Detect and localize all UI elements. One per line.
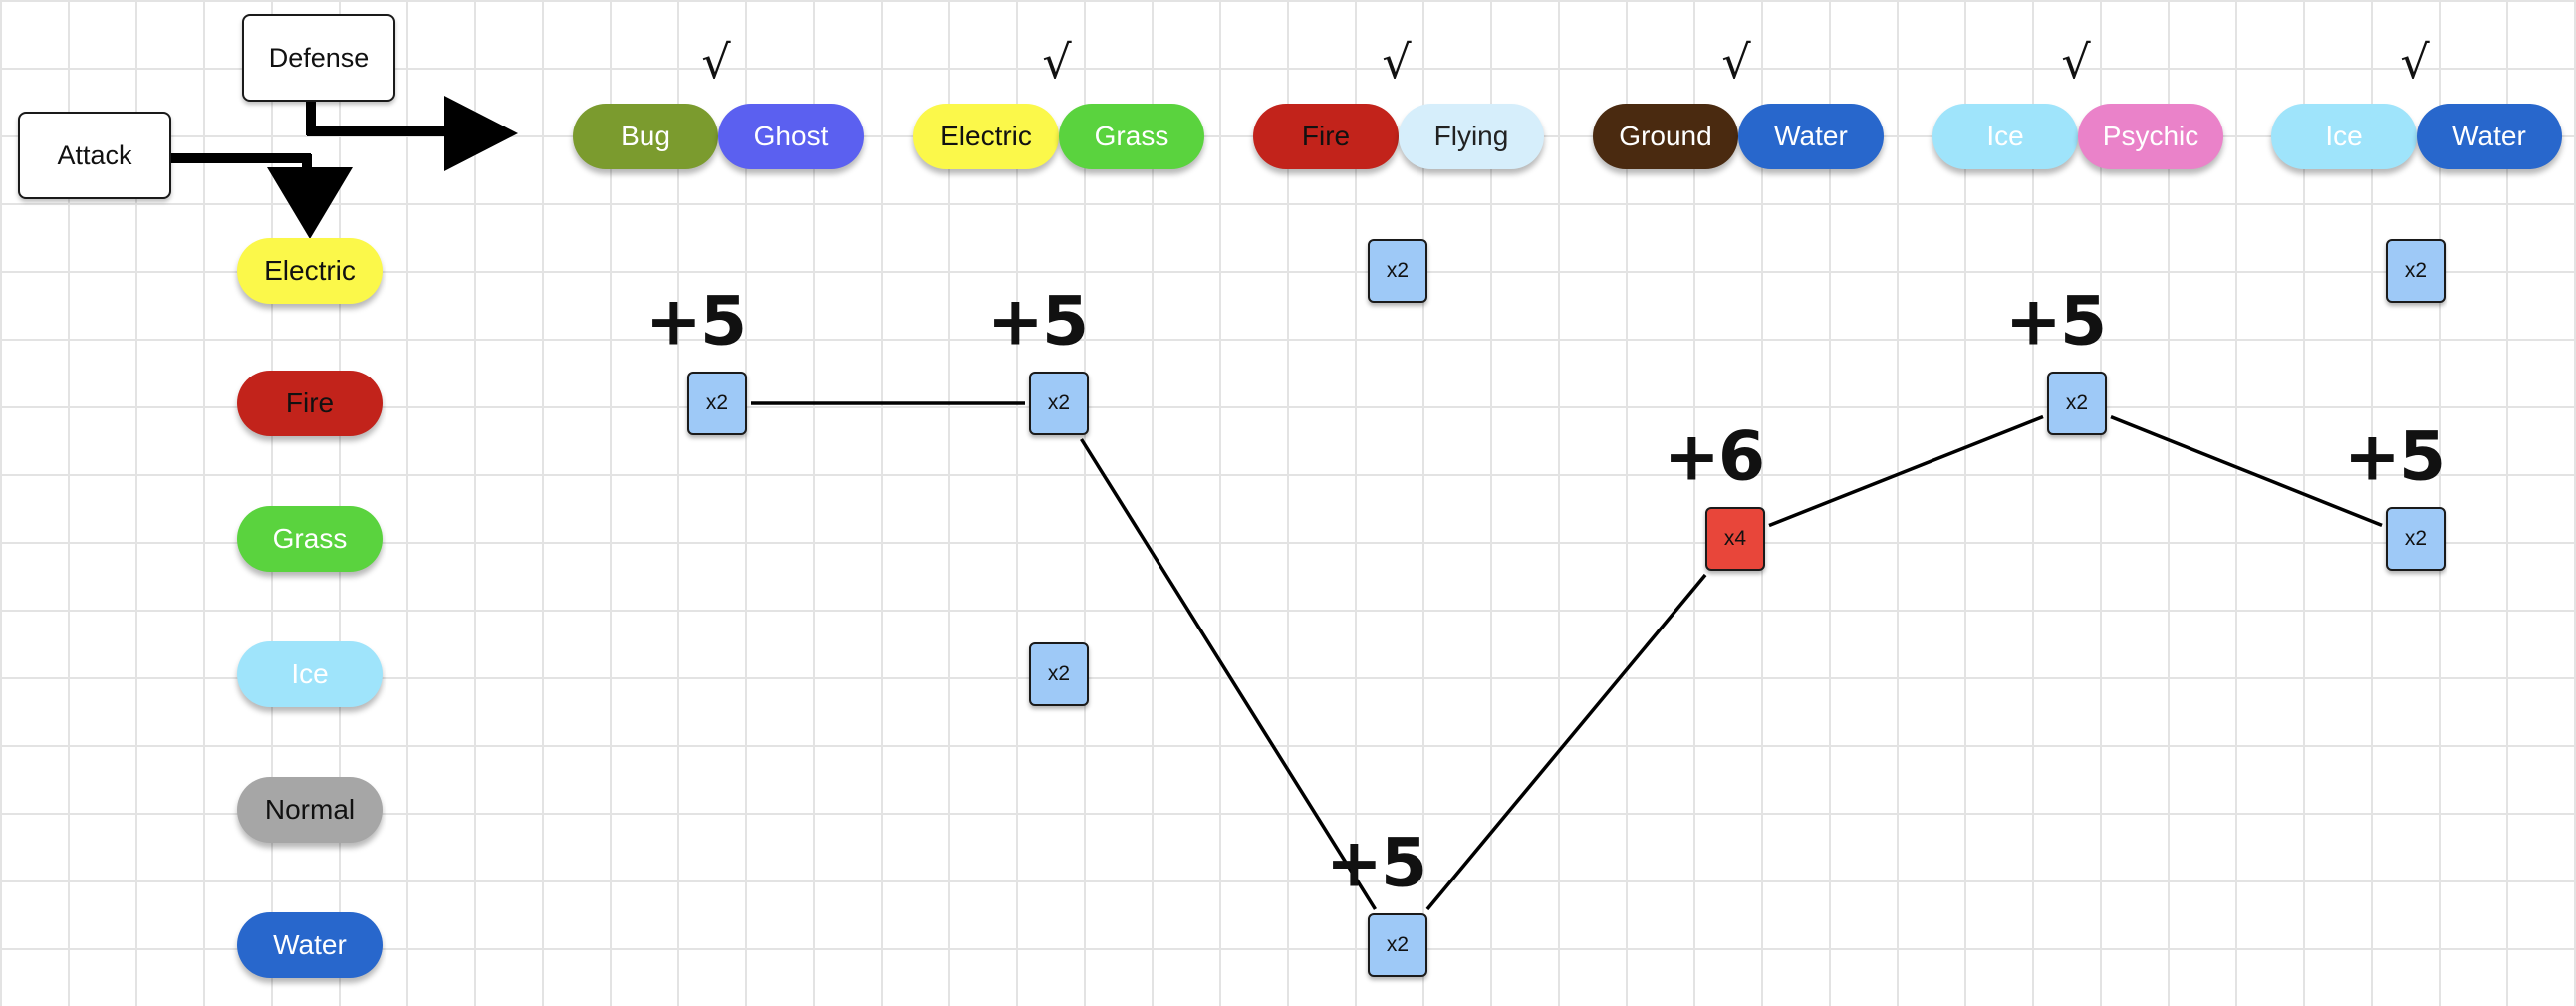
defense-pill-ice-6: Ice — [2271, 104, 2417, 169]
multiplier-fire-vs-pair-1: x2 — [687, 372, 747, 435]
bonus-label-1: +5 — [644, 282, 747, 362]
bonus-label-5: +5 — [1325, 824, 1427, 903]
defense-pill-bug-1: Bug — [573, 104, 718, 169]
path-connector-5 — [2110, 414, 2383, 528]
multiplier-ice-vs-pair-2: x2 — [1029, 642, 1089, 706]
attack-pill-electric: Electric — [237, 238, 383, 304]
defense-pill-flying-3: Flying — [1399, 104, 1544, 169]
defense-pill-water-6: Water — [2417, 104, 2562, 169]
check-mark-4: √ — [1721, 35, 1751, 89]
path-connector-3 — [1425, 573, 1707, 911]
bonus-label-2: +5 — [986, 282, 1089, 362]
defense-pill-fire-3: Fire — [1253, 104, 1399, 169]
multiplier-fire-vs-pair-2: x2 — [1029, 372, 1089, 435]
check-mark-3: √ — [1382, 35, 1412, 89]
defense-pill-psychic-5: Psychic — [2078, 104, 2223, 169]
defense-pill-grass-2: Grass — [1059, 104, 1204, 169]
defense-pill-ghost-1: Ghost — [718, 104, 864, 169]
check-mark-5: √ — [2061, 35, 2091, 89]
attack-pill-fire: Fire — [237, 371, 383, 436]
defense-arrow-head — [444, 96, 518, 171]
attack-arrow-head — [267, 167, 353, 239]
defense-pill-ice-5: Ice — [1932, 104, 2078, 169]
check-mark-6: √ — [2400, 35, 2430, 89]
path-connector-4 — [1768, 414, 2044, 528]
attack-pill-grass: Grass — [237, 506, 383, 572]
defense-pill-electric-2: Electric — [913, 104, 1059, 169]
multiplier-electric-vs-pair-6: x2 — [2386, 239, 2446, 303]
bonus-label-9: +5 — [2343, 417, 2446, 497]
attack-pill-normal: Normal — [237, 777, 383, 843]
defense-pill-ground-4: Ground — [1593, 104, 1738, 169]
bonus-label-6: +6 — [1663, 417, 1765, 497]
bonus-label-7: +5 — [2004, 282, 2107, 362]
defense-pill-water-4: Water — [1738, 104, 1884, 169]
check-mark-1: √ — [701, 35, 731, 89]
attack-label: Attack — [57, 139, 132, 170]
defense-label-box: Defense — [242, 14, 395, 102]
multiplier-fire-vs-pair-5: x2 — [2047, 372, 2107, 435]
multiplier-electric-vs-pair-3: x2 — [1368, 239, 1427, 303]
check-mark-2: √ — [1042, 35, 1072, 89]
multiplier-water-vs-pair-3: x2 — [1368, 913, 1427, 977]
attack-pill-ice: Ice — [237, 641, 383, 707]
multiplier-grass-vs-pair-6: x2 — [2386, 507, 2446, 571]
multiplier-grass-vs-pair-4: x4 — [1705, 507, 1765, 571]
attack-label-box: Attack — [18, 112, 171, 199]
attack-pill-water: Water — [237, 912, 383, 978]
defense-label: Defense — [268, 42, 370, 73]
path-connector-2 — [1080, 438, 1377, 910]
